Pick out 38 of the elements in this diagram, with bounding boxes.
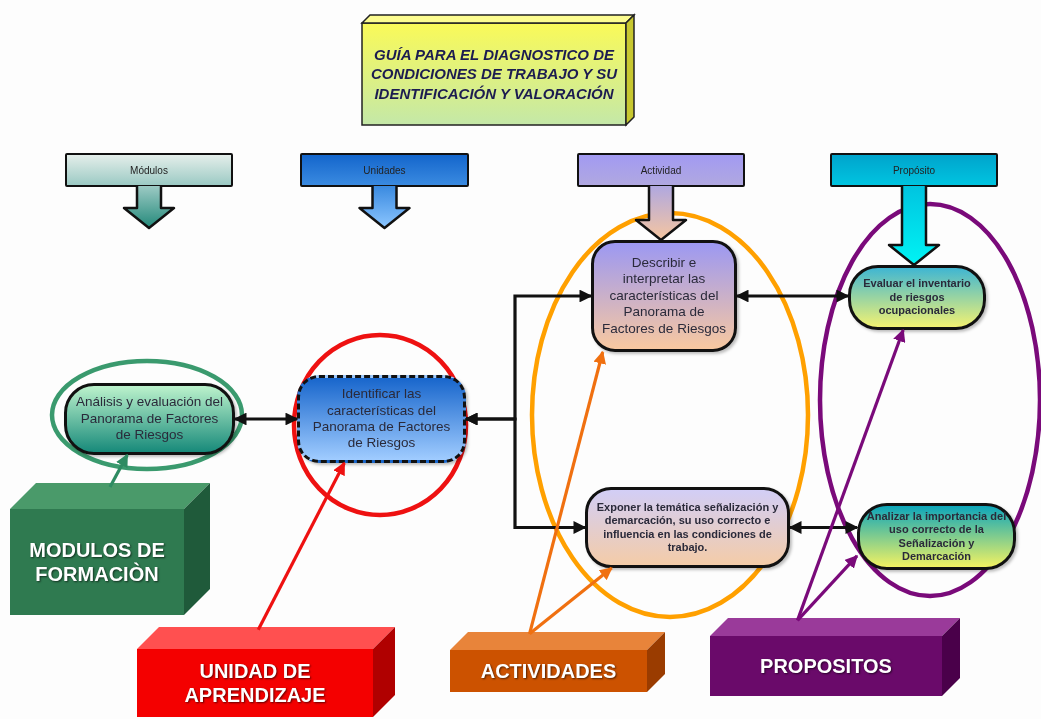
block-arrow [634, 184, 688, 242]
connector-arrow [528, 566, 613, 636]
title-text: GUÍA PARA EL DIAGNOSTICO DE CONDICIONES DE TRABAJO Y SU IDENTIFICACIÓN Y VALORACIÓN [370, 44, 618, 104]
connector-arrow [464, 412, 587, 534]
column-heading: Propósito [892, 164, 936, 176]
block-label: UNIDAD DE APRENDIZAJE [183, 659, 327, 707]
column-header-box [300, 153, 469, 187]
box-text: Exponer la temática señalización y demarcación, su uso correcto e influencia en las condiciones de trabajo. [595, 500, 780, 555]
column-header-box [830, 153, 998, 187]
box-text: Identificar las características del Panorama de Factores de Riesgos [311, 386, 452, 452]
column-heading: Actividad [640, 164, 682, 176]
column-header-box [577, 153, 745, 187]
connector-arrow [528, 350, 606, 635]
block-arrow [887, 184, 941, 267]
column-heading: Módulos [130, 164, 168, 176]
rounded-box [857, 503, 1016, 570]
block-label: MODULOS DE FORMACIÒN [28, 538, 166, 586]
box-text: Analizar la importancia del uso correcto de la Señalización y Demarcación [866, 509, 1007, 564]
block-label: ACTIVIDADES [480, 659, 617, 683]
connector-arrow [256, 461, 346, 631]
connector-arrow [735, 289, 850, 303]
block-label: PROPOSITOS [760, 654, 892, 678]
rounded-box [297, 375, 466, 463]
rounded-box [585, 487, 790, 568]
box-text: Evaluar el inventario de riesgos ocupacionales [862, 277, 972, 318]
column-header-box [65, 153, 233, 187]
block-arrow [358, 184, 411, 230]
column-heading: Unidades [363, 164, 406, 176]
rounded-box [848, 265, 986, 330]
box-text: Análisis y evaluación del Panorama de Factores de Riesgos [74, 394, 225, 444]
rounded-box [591, 240, 737, 352]
block-arrow [122, 184, 176, 230]
box-text: Describir e interpretar las características del Panorama de Factores de Riesgos [601, 254, 727, 338]
connector-arrow [788, 521, 859, 534]
connector-arrow [796, 554, 859, 622]
rounded-box [64, 383, 235, 455]
connector-arrow [796, 328, 906, 621]
connector-arrow [233, 412, 299, 426]
